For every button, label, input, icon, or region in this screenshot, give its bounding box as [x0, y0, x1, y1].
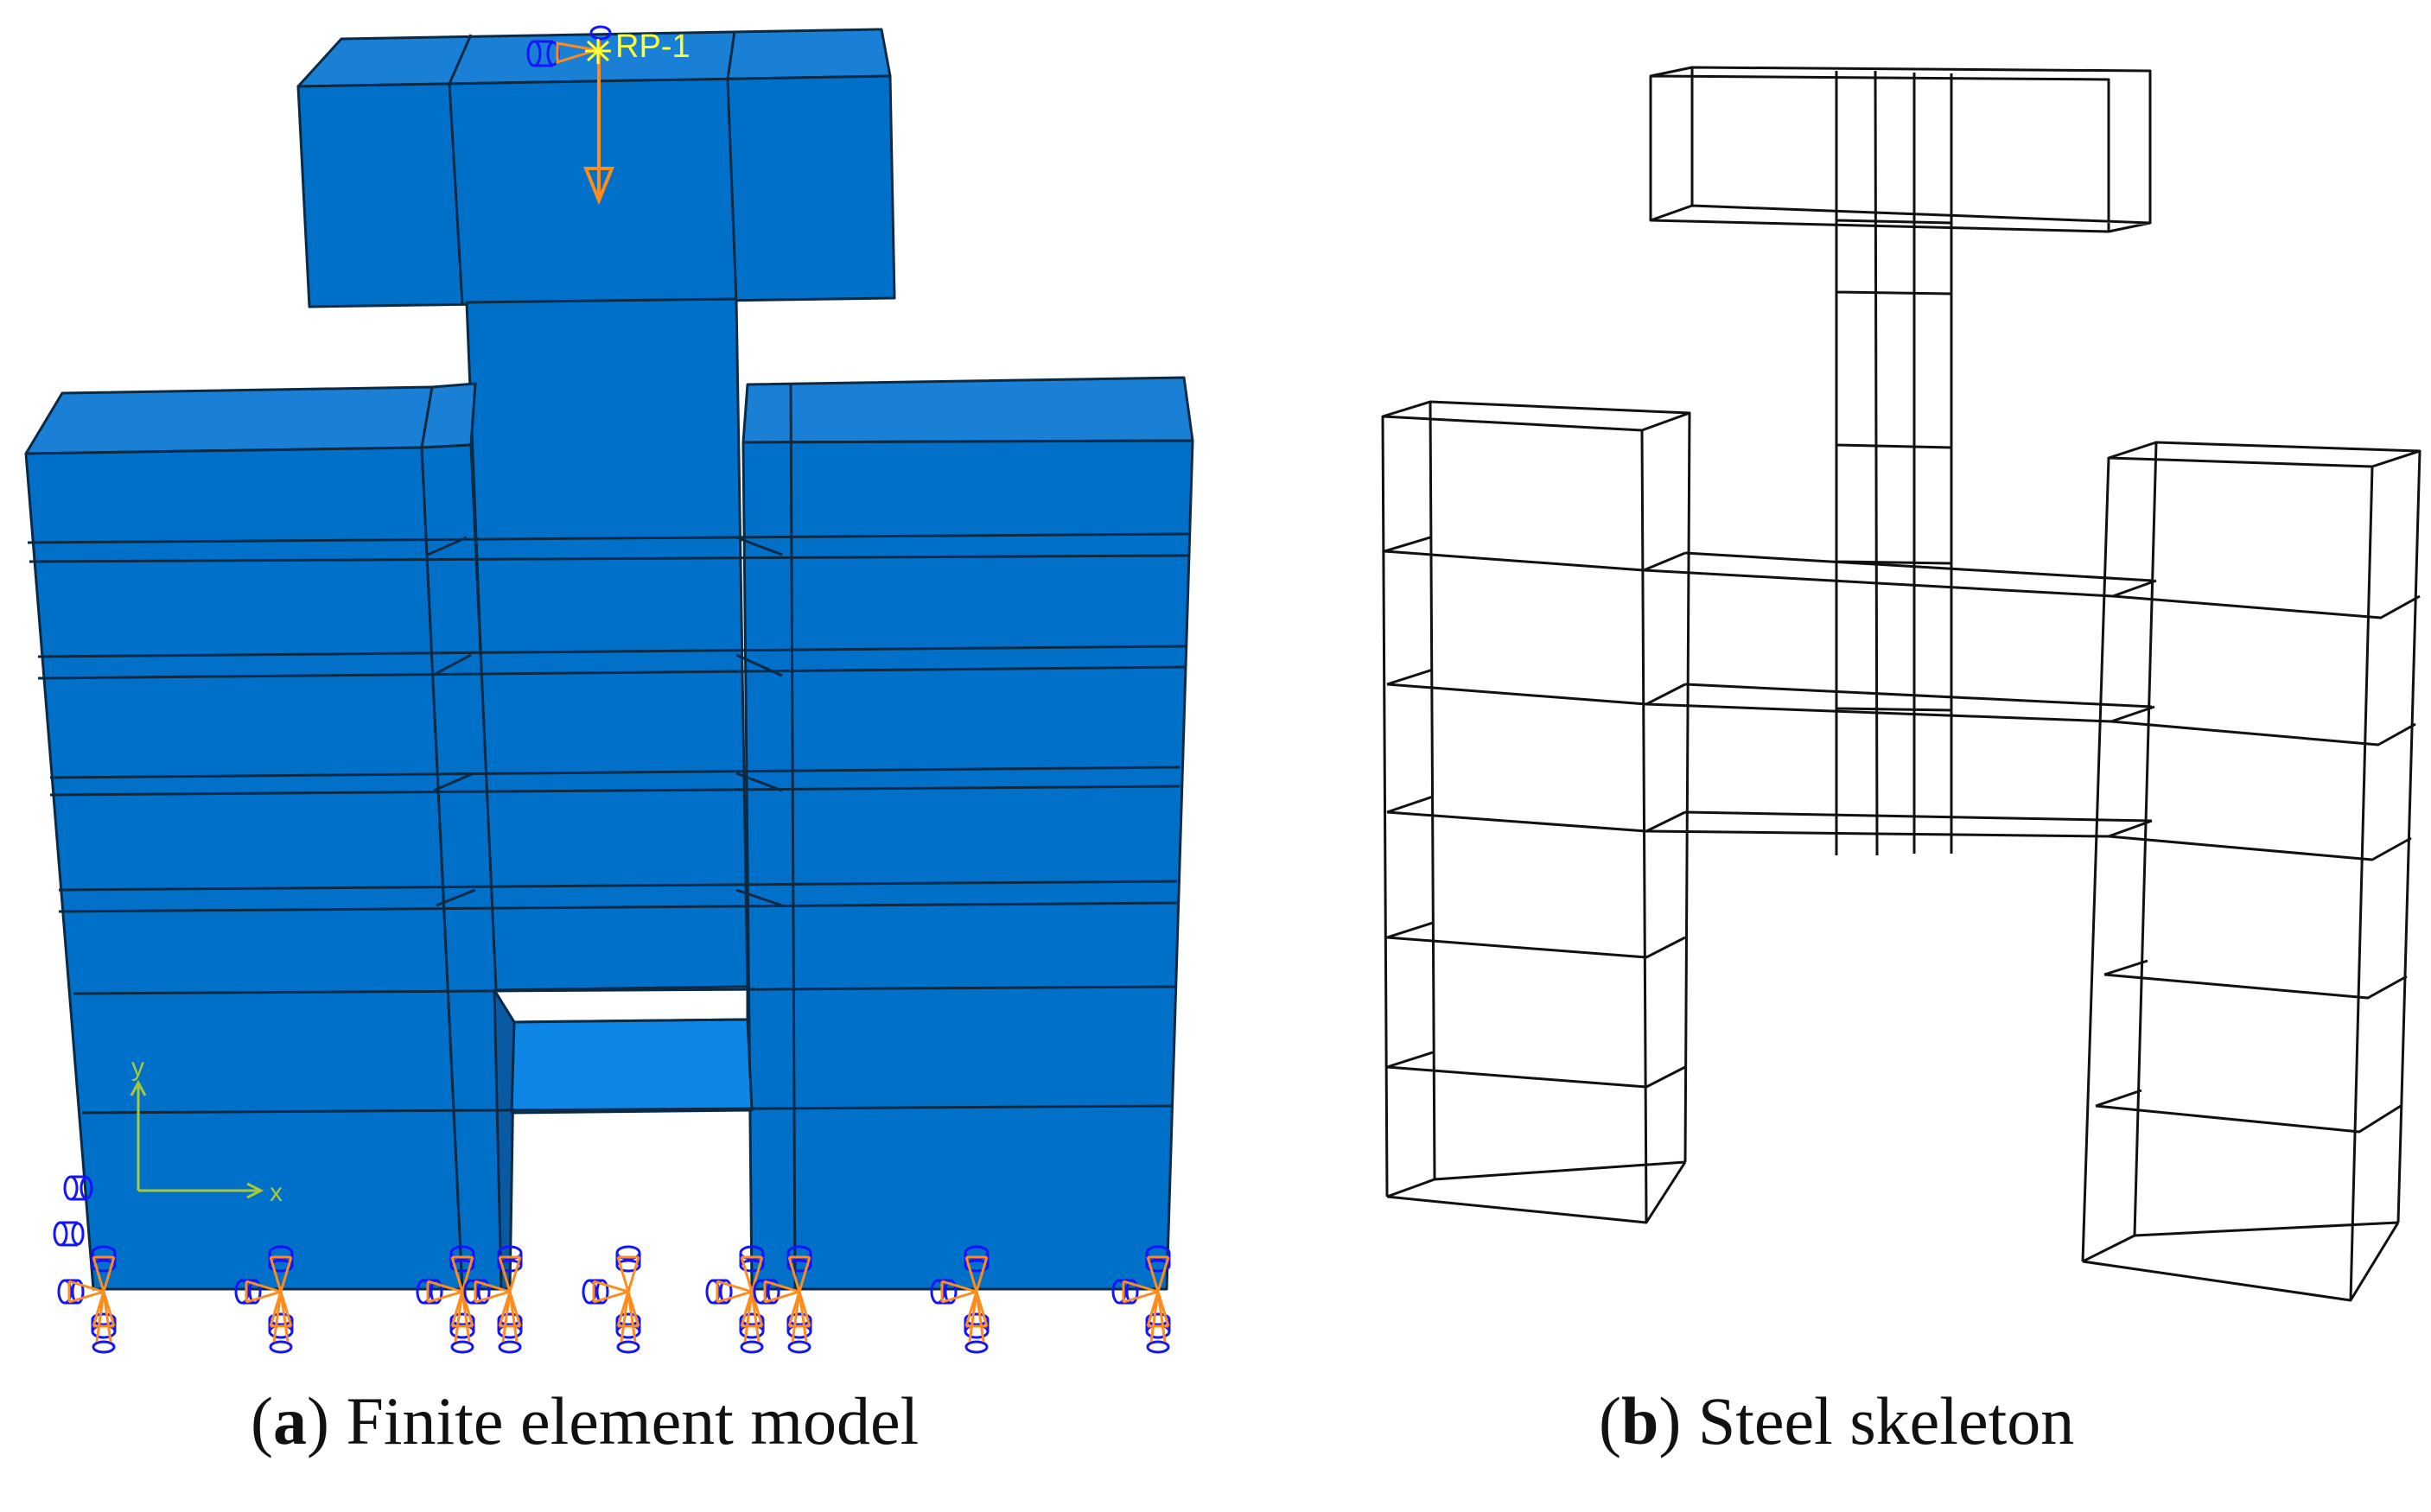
skeleton-central-column: [1835, 70, 1953, 856]
left-wall-top-face: [24, 385, 434, 455]
skeleton-cross-beams: [1643, 551, 2153, 838]
middle-left-joint-top: [420, 382, 477, 449]
boundary-conditions: [53, 1175, 1171, 1354]
skeleton-top-beam: [1649, 66, 2152, 233]
course-lines: [27, 532, 1189, 1115]
axis-triad-icon: [130, 1079, 264, 1199]
reference-point-icon: [526, 25, 612, 67]
steel-skeleton: [1381, 66, 2421, 1302]
column-chamfer-lines: [427, 536, 783, 907]
right-wall-top-face: [741, 376, 1194, 444]
left-wall-front-face: [24, 446, 464, 1291]
caption-letter-a: a: [272, 1383, 307, 1458]
skeleton-right-tower: [2081, 441, 2421, 1302]
skeleton-left-tower: [1381, 400, 1691, 1224]
axis-x-label: x: [270, 1178, 283, 1207]
caption-letter-b: b: [1620, 1383, 1659, 1458]
load-arrow-icon: [583, 39, 614, 206]
caption-finite-element-model: (a) Finite element model: [251, 1383, 920, 1458]
axis-y-label: y: [131, 1053, 144, 1082]
opening-back-face: [510, 1018, 754, 1115]
caption-text-a: Finite element model: [328, 1383, 920, 1458]
boundary-condition-icon: [582, 1245, 641, 1354]
top-beam-joint: [448, 30, 738, 306]
reference-point-label: RP-1: [615, 29, 690, 65]
boundary-condition-icon: [53, 1175, 93, 1247]
caption-steel-skeleton: (b) Steel skeleton: [1599, 1383, 2075, 1458]
right-wall-front-face: [741, 439, 1194, 1291]
right-wall-seam: [789, 384, 797, 1290]
caption-text-b: Steel skeleton: [1681, 1383, 2075, 1458]
finite-element-model: RP-1 y x: [24, 25, 1194, 1354]
